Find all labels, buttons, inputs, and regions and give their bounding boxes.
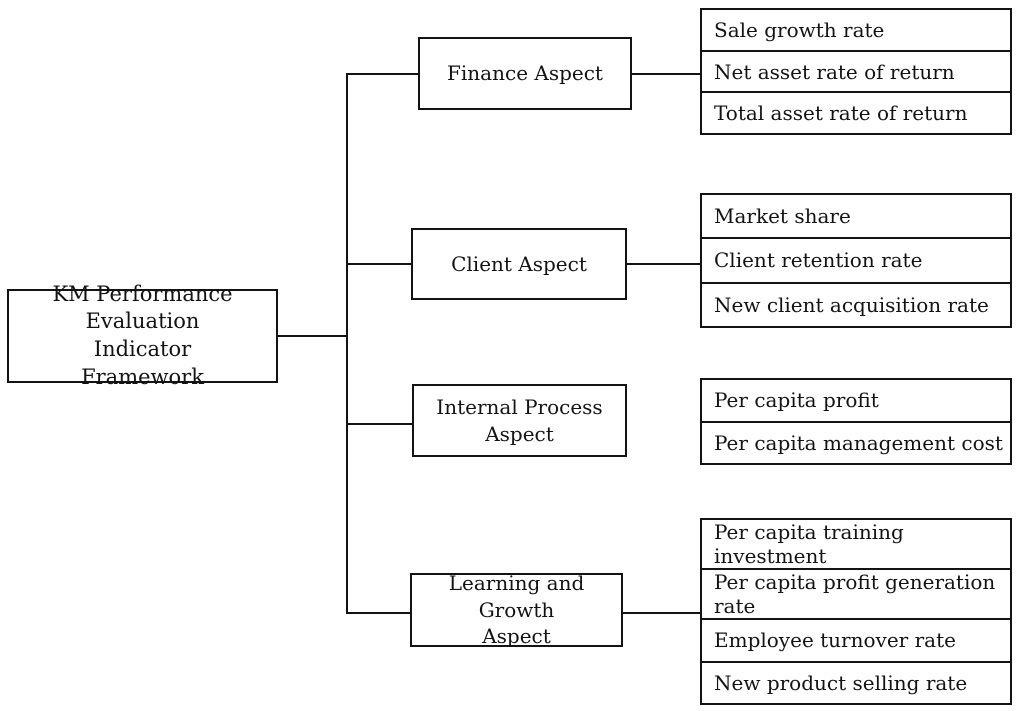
indicator-total-asset-rate: Total asset rate of return <box>702 91 1010 134</box>
learning-growth-aspect-label: Learning and Growth Aspect <box>448 571 585 649</box>
node-client-aspect: Client Aspect <box>411 228 627 300</box>
node-root-framework: KM Performance Evaluation Indicator Fram… <box>7 282 278 389</box>
connector-trunk-to-learning <box>347 612 410 614</box>
connector-trunk-line <box>346 73 348 614</box>
indicator-sale-growth-rate: Sale growth rate <box>702 10 1010 50</box>
indicator-per-capita-profit: Per capita profit <box>702 380 1010 421</box>
indicator-new-client-acquisition: New client acquisition rate <box>702 281 1010 326</box>
connector-client-to-indicators <box>627 263 700 265</box>
indicator-net-asset-rate: Net asset rate of return <box>702 49 1010 92</box>
connector-trunk-to-finance <box>347 73 418 75</box>
internal-indicator-group: Per capita profit Per capita management … <box>700 378 1012 465</box>
finance-indicator-group: Sale growth rate Net asset rate of retur… <box>700 8 1012 135</box>
learning-indicator-group: Per capita training investment Per capit… <box>700 518 1012 705</box>
connector-learning-to-indicators <box>623 612 700 614</box>
indicator-training-investment: Per capita training investment <box>702 520 1010 568</box>
node-learning-growth-aspect: Learning and Growth Aspect <box>410 571 623 649</box>
connector-finance-to-indicators <box>632 73 700 75</box>
indicator-new-product-selling: New product selling rate <box>702 660 1010 703</box>
finance-aspect-label: Finance Aspect <box>447 61 603 86</box>
connector-root-to-trunk <box>278 335 347 337</box>
indicator-employee-turnover-rate: Employee turnover rate <box>702 618 1010 661</box>
node-internal-process-aspect: Internal Process Aspect <box>412 384 627 457</box>
indicator-market-share: Market share <box>702 195 1010 238</box>
connector-trunk-to-client <box>347 263 411 265</box>
root-label: KM Performance Evaluation Indicator Fram… <box>52 281 233 389</box>
indicator-profit-generation-rate: Per capita profit generation rate <box>702 568 1010 618</box>
indicator-per-capita-management-cost: Per capita management cost <box>702 420 1010 463</box>
client-indicator-group: Market share Client retention rate New c… <box>700 193 1012 328</box>
client-aspect-label: Client Aspect <box>451 251 587 276</box>
connector-trunk-to-internal <box>347 423 412 425</box>
internal-process-aspect-label: Internal Process Aspect <box>436 395 603 446</box>
indicator-client-retention-rate: Client retention rate <box>702 237 1010 282</box>
node-finance-aspect: Finance Aspect <box>418 37 632 110</box>
